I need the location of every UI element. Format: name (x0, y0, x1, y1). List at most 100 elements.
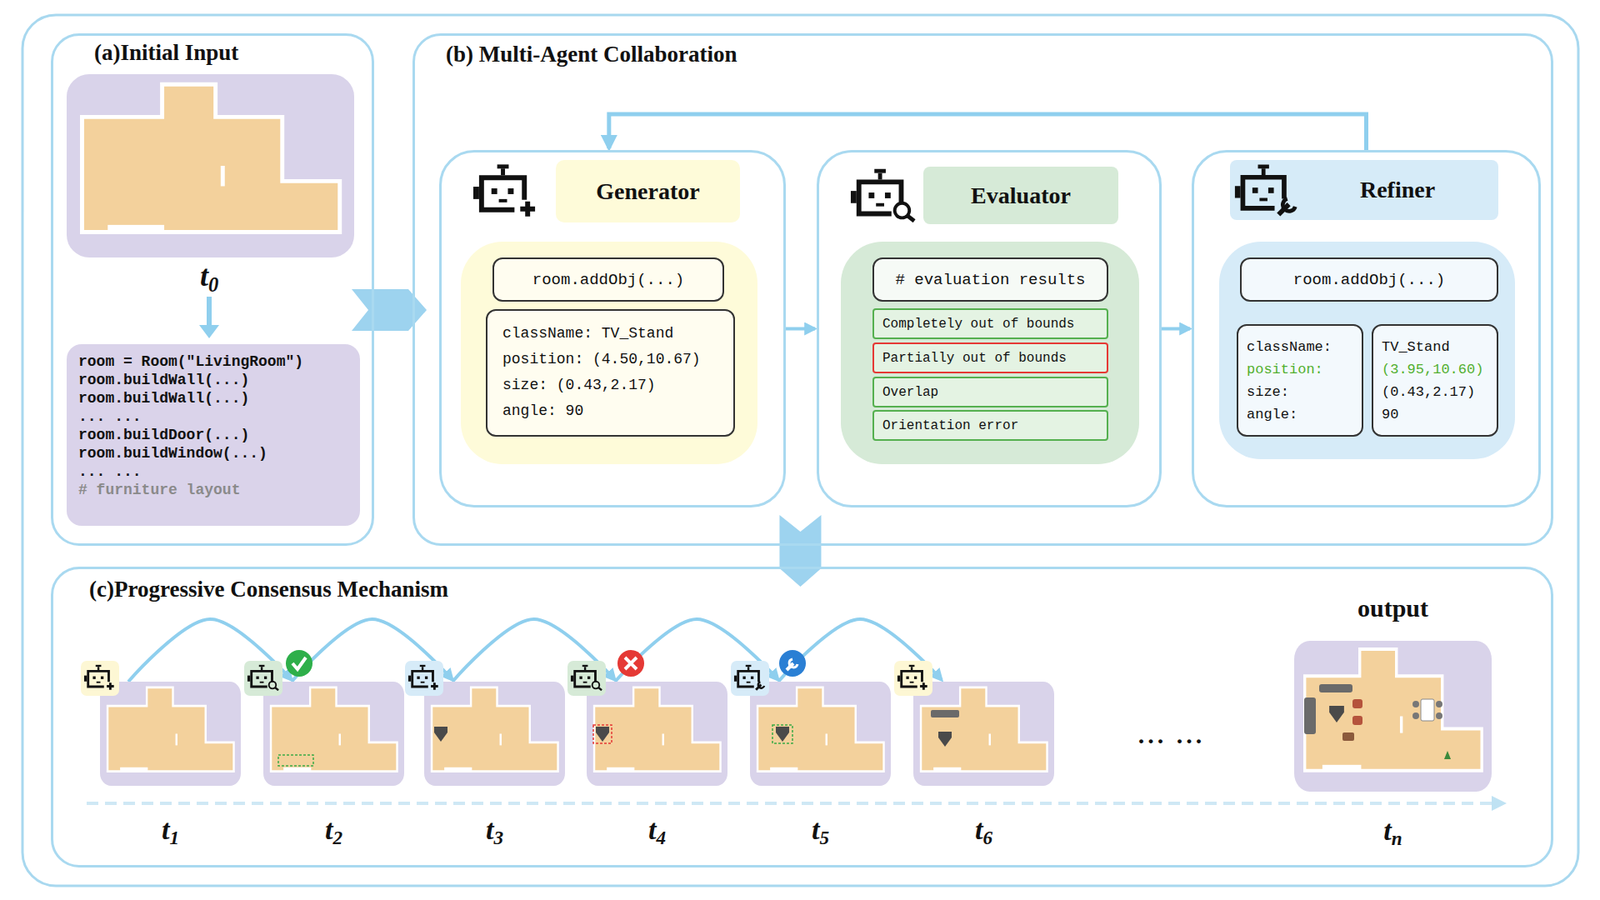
drawing-part (1491, 795, 1507, 811)
step-3 (405, 660, 565, 786)
flow-chevron (351, 289, 427, 331)
flow-chevron (779, 515, 821, 587)
drawing-part (555, 160, 740, 223)
code-line: # furniture layout (78, 480, 349, 500)
drawing-part (1420, 699, 1435, 721)
drawing-part (1342, 732, 1355, 741)
drawing-part (750, 681, 891, 786)
code-line: className: TV_Stand (502, 320, 719, 347)
drawing-part (460, 241, 758, 465)
step-frame: t1 (100, 681, 241, 786)
result-item: Partially out of bounds (872, 342, 1109, 374)
output-layout (1294, 640, 1492, 792)
agent-title: Refiner (1230, 160, 1499, 220)
result-header: # evaluation results (872, 257, 1109, 302)
drawing-part (1230, 160, 1499, 220)
panel: t1t2t3t4t5t6outputtn(c)Progressive Conse… (50, 566, 1554, 868)
drawing-part (1304, 697, 1316, 735)
drawing-part (1352, 699, 1363, 709)
flow-arrow (785, 327, 815, 331)
attribute-box: TV_Stand(3.95,10.60)(0.43,2.17)90 (1371, 324, 1499, 437)
time-label: t1 (100, 813, 241, 855)
drawing-part (473, 164, 535, 216)
drawing-part (1412, 712, 1420, 720)
attribute-box: className:position:size:angle: (1236, 324, 1364, 437)
agent-card: room.addObj(...) className:position:size:… (1191, 150, 1541, 508)
drawing-part (247, 665, 279, 690)
drawing-part (1329, 705, 1345, 723)
agent-title: Evaluator (923, 166, 1119, 225)
output-title: output (1294, 592, 1492, 625)
code-line: 90 (1381, 403, 1489, 426)
drawing-part (1444, 750, 1451, 760)
time-label: t3 (424, 813, 565, 855)
time-label: t5 (750, 813, 891, 855)
code-line: ... ... (78, 407, 349, 426)
agent-card: # evaluation resultsCompletely out of bo… (816, 150, 1162, 508)
drawing-part (894, 660, 933, 696)
drawing-part (434, 726, 448, 742)
drawing-part (100, 681, 241, 786)
drawing-part (840, 241, 1140, 465)
code-line: room = Room("LivingRoom") (78, 352, 349, 371)
code-line: angle: (1246, 403, 1354, 426)
drawing-part (779, 650, 806, 677)
panel: room.addObj(...)className: TV_Standposit… (412, 33, 1554, 546)
drawing-part (617, 650, 645, 677)
drawing-part (1412, 700, 1420, 708)
step-frame: t2 (263, 681, 405, 786)
agent-card: room.addObj(...)className: TV_Standposit… (439, 150, 786, 508)
code-line: Orientation error (882, 418, 1019, 434)
drawing-part (593, 725, 612, 744)
code-line: room.buildWall(...) (78, 370, 349, 390)
drawing-part (595, 726, 610, 742)
drawing-part (850, 169, 915, 221)
time-label: t2 (263, 813, 405, 855)
drawing-part (730, 660, 770, 696)
code-line: Completely out of bounds (882, 316, 1075, 332)
code-line: room.addObj(...) (1293, 270, 1445, 290)
drawing-part (405, 660, 444, 696)
drawing-part (263, 681, 405, 786)
drawing-part (913, 681, 1055, 786)
drawing-part (292, 657, 306, 670)
input-floor-plan (66, 74, 355, 339)
output-frame: outputtn (1294, 640, 1492, 792)
drawing-part (80, 660, 120, 696)
drawing-part (625, 657, 637, 670)
code-box: room.addObj(...) (492, 257, 725, 302)
drawing-part (938, 731, 952, 747)
drawing-part (285, 650, 313, 677)
code-line: Overlap (882, 385, 939, 400)
drawing-part (772, 725, 793, 744)
drawing-part (1319, 684, 1353, 693)
step-4 (567, 650, 728, 786)
drawing-part (567, 660, 606, 696)
code-line: angle: 90 (502, 398, 719, 425)
code-box: room = Room("LivingRoom")room.buildWall(… (66, 344, 360, 526)
agent-title: Generator (555, 160, 740, 223)
code-line: room.buildWindow(...) (78, 444, 349, 463)
drawing-part (1219, 241, 1515, 460)
step-frame: t3 (424, 681, 565, 786)
code-line: size: (0.43,2.17) (502, 372, 719, 399)
panel-title: (b) Multi-Agent Collaboration (445, 41, 737, 68)
drawing-part (1435, 712, 1443, 720)
drawing-part (66, 74, 355, 258)
drawing-part (1235, 165, 1295, 215)
drawing-part (789, 659, 798, 668)
drawing-part (199, 325, 220, 339)
drawing-part (1352, 715, 1363, 725)
drawing-part (734, 665, 765, 690)
drawing-part (570, 665, 602, 690)
code-line: room.buildDoor(...) (78, 425, 349, 445)
step-1 (80, 660, 241, 786)
step-frame: t5 (750, 681, 891, 786)
generator-decor (460, 160, 758, 465)
code-line: Partially out of bounds (882, 350, 1067, 366)
flow-arrow (609, 114, 1367, 150)
code-line: (3.95,10.60) (1381, 358, 1489, 381)
drawing-part (278, 755, 314, 766)
drawing-part (586, 681, 728, 786)
code-line: (0.43,2.17) (1381, 380, 1489, 404)
